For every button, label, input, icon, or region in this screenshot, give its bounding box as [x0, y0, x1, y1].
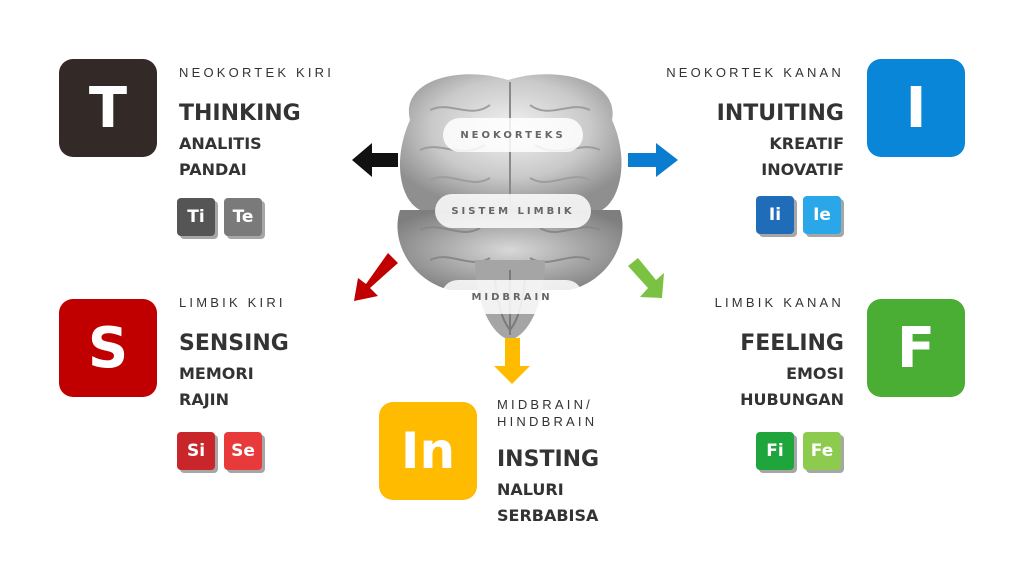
feeling-line1: EMOSI — [786, 364, 844, 383]
feeling-tile-fi: Fi — [756, 432, 794, 470]
feeling-tile: F — [867, 299, 965, 397]
arrow-right-icon — [628, 143, 678, 177]
insting-title: INSTING — [497, 447, 600, 472]
insting-line2: SERBABISA — [497, 506, 599, 525]
feeling-tile-fe: Fe — [803, 432, 841, 470]
sensing-tile-se: Se — [224, 432, 262, 470]
arrow-down-icon — [494, 338, 530, 384]
intuiting-tile-ie: Ie — [803, 196, 841, 234]
thinking-tile: T — [59, 59, 157, 157]
feeling-region: LIMBIK KANAN — [714, 295, 844, 310]
sensing-line2: RAJIN — [179, 390, 229, 409]
intuiting-line1: KREATIF — [769, 134, 844, 153]
insting-region-line1: MIDBRAIN/ — [497, 397, 593, 412]
arrow-left-icon — [352, 143, 398, 177]
feeling-title: FEELING — [740, 331, 844, 356]
intuiting-title: INTUITING — [716, 101, 844, 126]
intuiting-tile-ii: Ii — [756, 196, 794, 234]
neokorteks-label: NEOKORTEKS — [443, 118, 583, 152]
intuiting-tile: I — [867, 59, 965, 157]
thinking-line2: PANDAI — [179, 160, 247, 179]
arrow-down-right-icon — [628, 258, 664, 298]
insting-line1: NALURI — [497, 480, 564, 499]
sensing-title: SENSING — [179, 331, 289, 356]
sensing-tile-si: Si — [177, 432, 215, 470]
insting-tile: In — [379, 402, 477, 500]
midbrain-label: MIDBRAIN — [441, 280, 583, 314]
thinking-title: THINKING — [179, 101, 301, 126]
intuiting-line2: INOVATIF — [761, 160, 844, 179]
thinking-region: NEOKORTEK KIRI — [179, 65, 335, 80]
arrow-down-left-icon — [354, 253, 398, 301]
sistem-limbik-label: SISTEM LIMBIK — [435, 194, 591, 228]
sensing-line1: MEMORI — [179, 364, 254, 383]
feeling-line2: HUBUNGAN — [740, 390, 844, 409]
intuiting-region: NEOKORTEK KANAN — [666, 65, 844, 80]
sensing-region: LIMBIK KIRI — [179, 295, 286, 310]
thinking-tile-ti: Ti — [177, 198, 215, 236]
thinking-tile-te: Te — [224, 198, 262, 236]
thinking-line1: ANALITIS — [179, 134, 262, 153]
insting-region-line2: HINDBRAIN — [497, 414, 598, 429]
sensing-tile: S — [59, 299, 157, 397]
